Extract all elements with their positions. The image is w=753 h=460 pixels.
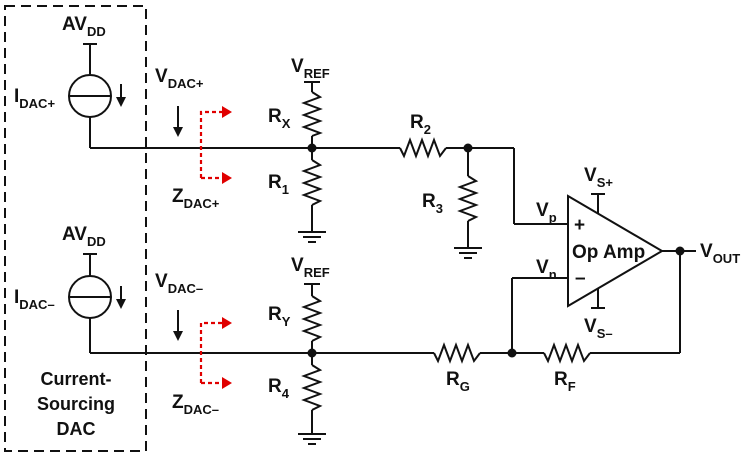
- top-vdac-label: VDAC+: [155, 66, 204, 91]
- top-r1-resistor-icon: [301, 159, 323, 206]
- r2-label: R2: [410, 112, 431, 137]
- top-rx-label: RX: [268, 106, 291, 131]
- r3-label: R3: [422, 191, 443, 216]
- op-amp-triangle-icon: [567, 194, 664, 308]
- rf-label: RF: [554, 369, 576, 394]
- op-amp-minus-sign: –: [575, 268, 586, 289]
- rg-rf-junction-node: [507, 348, 517, 358]
- r3-ground-icon: [454, 247, 482, 259]
- rf-resistor-icon: [543, 342, 591, 364]
- dac-title-line-2: Sourcing: [37, 394, 115, 414]
- bottom-channel: AVDD IDAC– VDAC– ZDAC– VREF RY R4: [14, 224, 434, 445]
- top-channel: AVDD IDAC+ VDAC+ ZDAC+ VREF RX R1: [14, 14, 400, 243]
- top-vref-label: VREF: [291, 56, 330, 81]
- op-amp: + – Op Amp Vp Vn VS+ VS– VOUT: [511, 165, 740, 354]
- op-amp-label: Op Amp: [572, 242, 645, 263]
- top-avdd-label: AVDD: [62, 14, 106, 39]
- top-impedance-arrow-icon: [199, 110, 222, 178]
- bottom-idac-label: IDAC–: [14, 287, 55, 312]
- top-idac-label: IDAC+: [14, 86, 55, 111]
- vs-neg-label: VS–: [584, 316, 613, 341]
- dac-title-line-3: DAC: [57, 419, 96, 439]
- bottom-vref-label: VREF: [291, 255, 330, 280]
- bottom-ground-icon: [298, 433, 326, 445]
- rg-label: RG: [446, 369, 470, 394]
- dac-block-border: [4, 5, 147, 452]
- bottom-ry-label: RY: [268, 304, 291, 329]
- top-zdac-label: ZDAC+: [172, 186, 220, 211]
- bottom-impedance-arrow-icon: [199, 321, 222, 383]
- bottom-avdd-label: AVDD: [62, 224, 106, 249]
- gain-network: RG RF: [433, 342, 591, 394]
- rg-resistor-icon: [433, 342, 481, 364]
- bottom-r4-label: R4: [268, 376, 290, 401]
- vout-label: VOUT: [700, 241, 740, 266]
- vp-label: Vp: [536, 200, 557, 225]
- r2-resistor-icon: [399, 137, 447, 159]
- bottom-r4-resistor-icon: [301, 364, 323, 411]
- top-rx-resistor-icon: [301, 91, 323, 137]
- top-ground-icon: [298, 231, 326, 243]
- op-amp-plus-sign: +: [574, 215, 585, 236]
- top-r1-label: R1: [268, 172, 289, 197]
- dac-title-line-1: Current-: [41, 369, 112, 389]
- r3-resistor-icon: [457, 175, 479, 222]
- bottom-zdac-label: ZDAC–: [172, 392, 219, 417]
- bottom-ry-resistor-icon: [301, 295, 323, 342]
- vn-label: Vn: [536, 257, 557, 282]
- bottom-vdac-label: VDAC–: [155, 271, 203, 296]
- positive-divider: R2 R3: [399, 112, 568, 259]
- vs-pos-label: VS+: [584, 165, 613, 190]
